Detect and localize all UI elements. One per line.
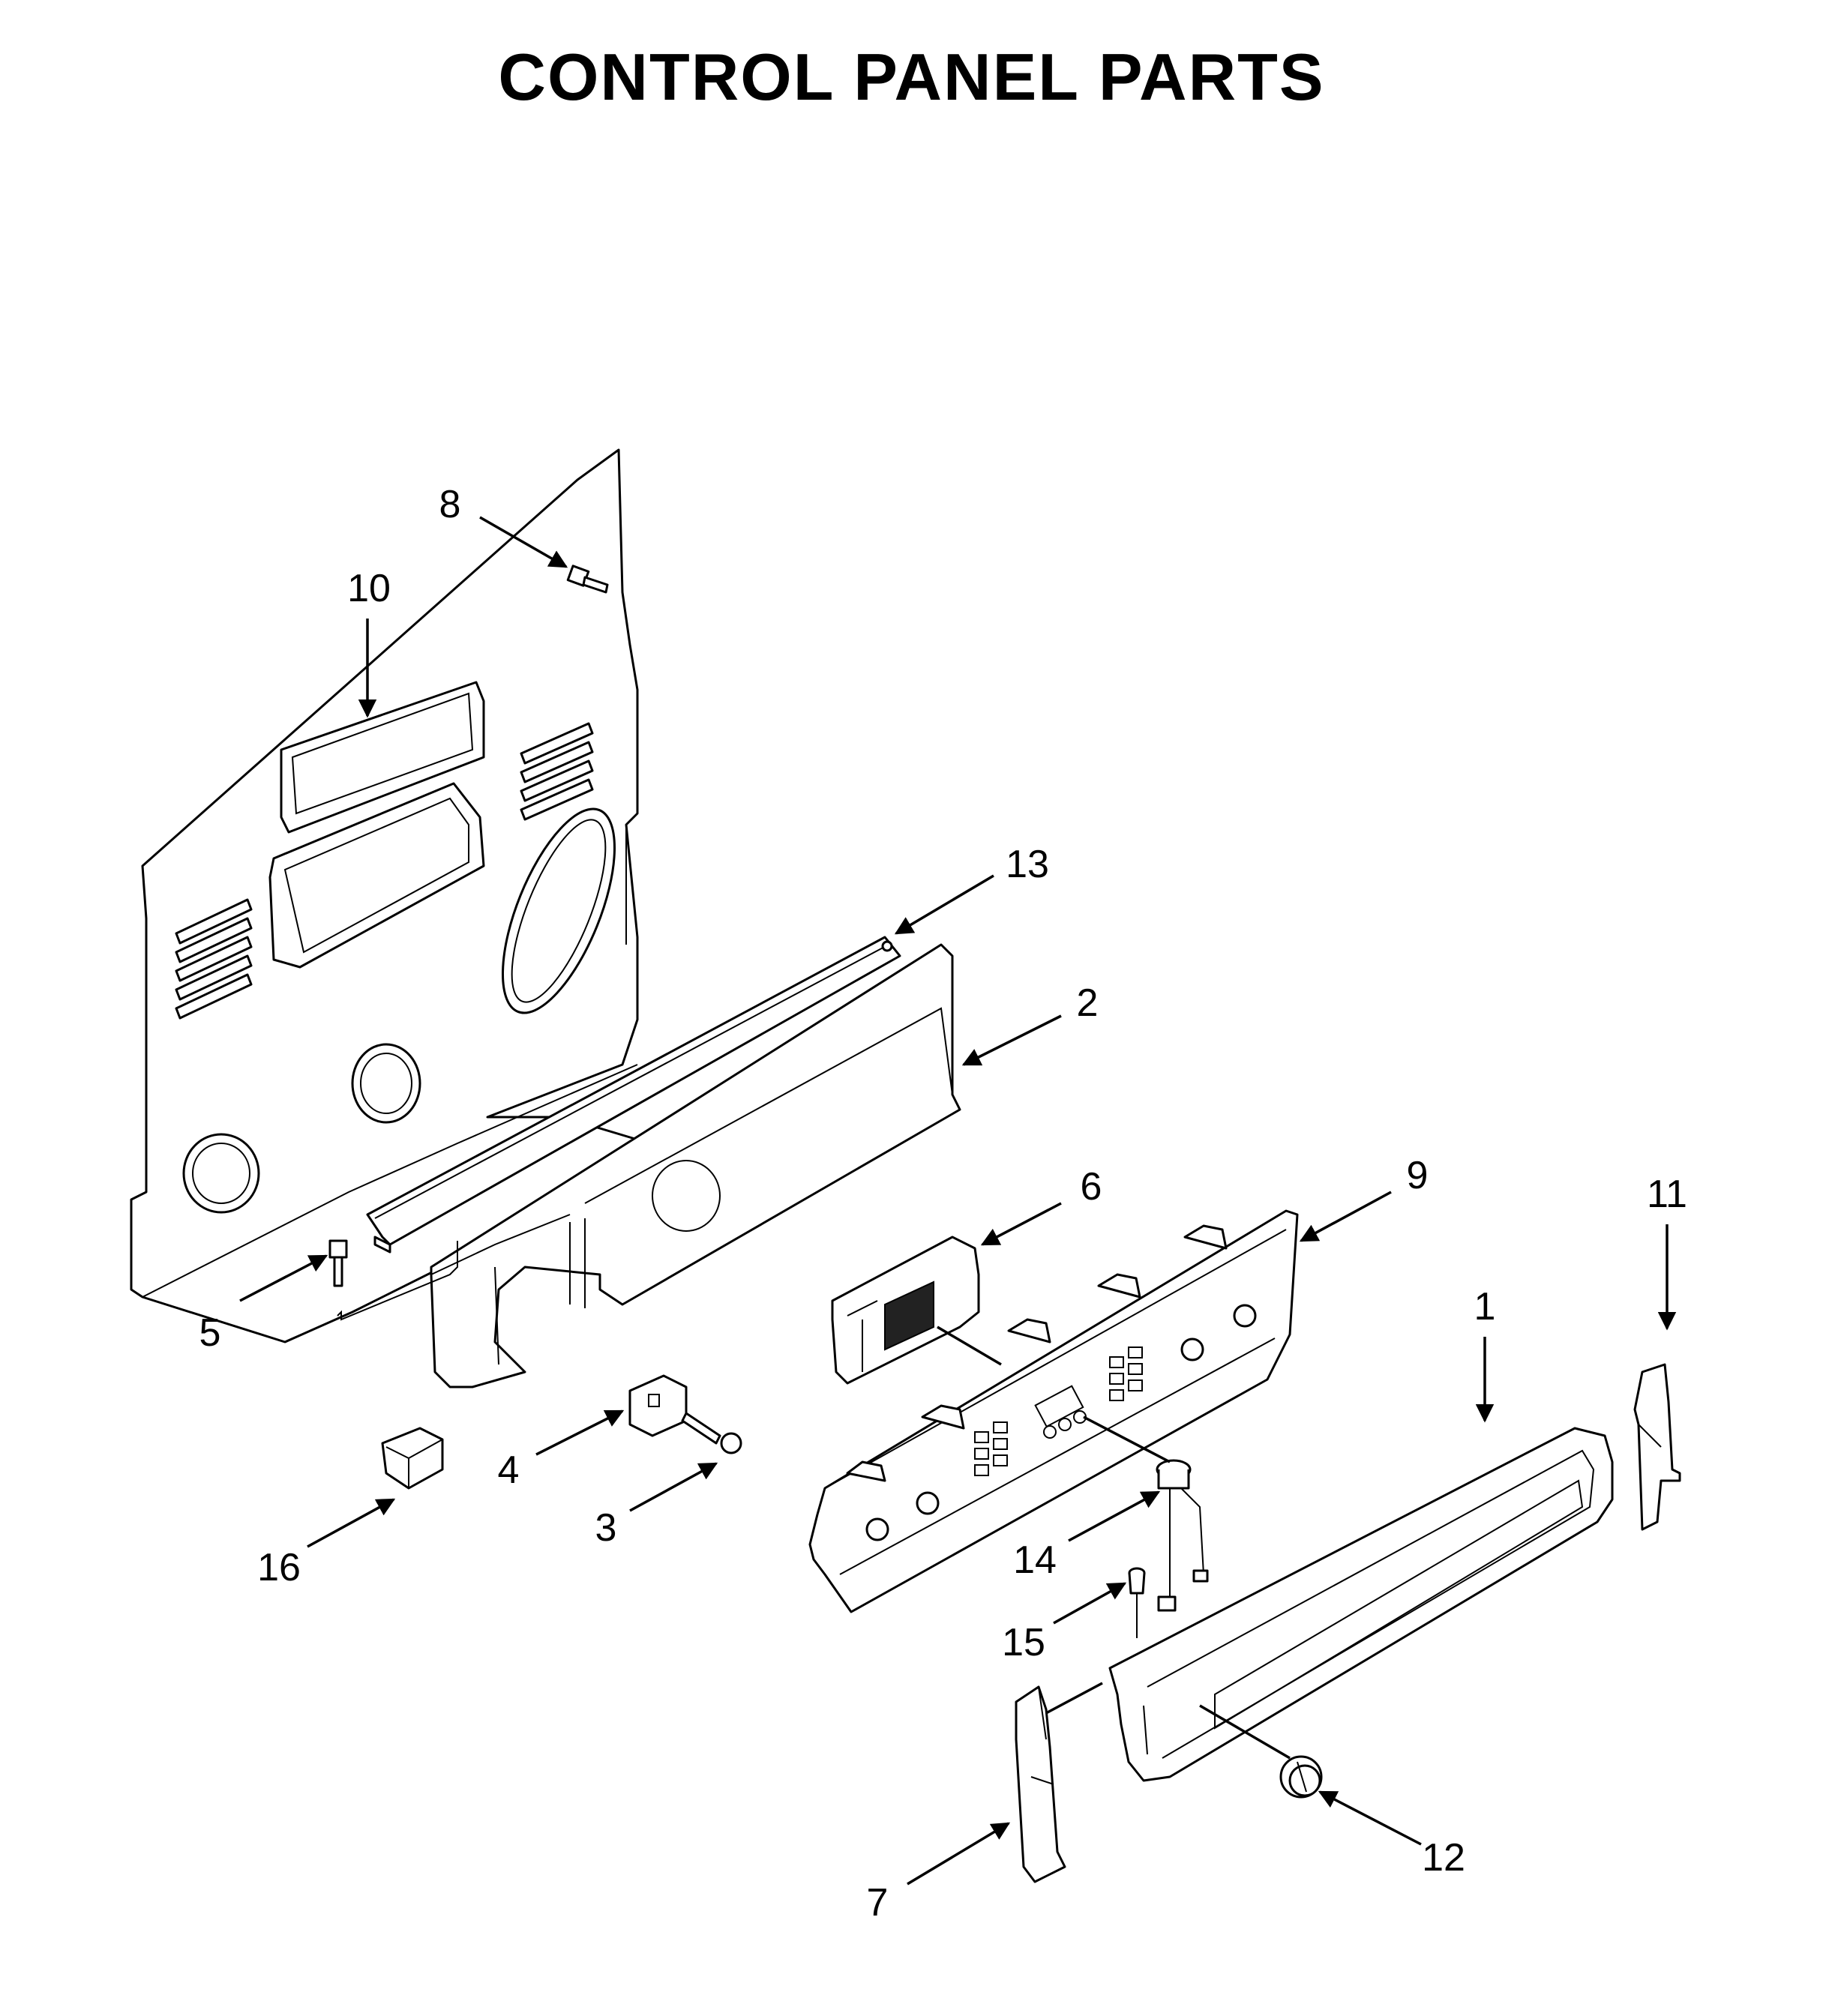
part-8-screw bbox=[566, 565, 609, 594]
callout-12: 12 bbox=[1422, 1836, 1465, 1880]
callout-labels: 8 10 13 2 6 9 11 1 5 4 3 16 14 15 7 12 bbox=[199, 483, 1687, 1925]
callout-10: 10 bbox=[347, 567, 391, 610]
keypad-left bbox=[974, 1421, 1008, 1476]
callout-16: 16 bbox=[257, 1546, 301, 1589]
part-4-switch bbox=[628, 1374, 688, 1437]
louvers-left bbox=[175, 898, 253, 1020]
callout-5: 5 bbox=[199, 1311, 221, 1355]
part-13-bracket bbox=[366, 936, 901, 1254]
part-9-console-panel bbox=[808, 1209, 1299, 1613]
part-2-channel-panel bbox=[430, 943, 961, 1388]
callout-4: 4 bbox=[498, 1448, 520, 1492]
louvers-right bbox=[520, 722, 594, 821]
callout-2: 2 bbox=[1077, 981, 1099, 1025]
part-16-relay bbox=[381, 1427, 444, 1490]
keypad-right bbox=[1109, 1346, 1143, 1401]
callout-leaders bbox=[239, 516, 1677, 1886]
callout-3: 3 bbox=[595, 1506, 617, 1550]
part-3-screw bbox=[681, 1412, 742, 1454]
bracket-wire bbox=[337, 1241, 458, 1321]
part-11-side-bracket bbox=[1633, 1363, 1681, 1531]
callout-15: 15 bbox=[1002, 1621, 1045, 1664]
part-15-indicator-light bbox=[1128, 1567, 1146, 1638]
callout-14: 14 bbox=[1013, 1538, 1057, 1582]
part-12-knob bbox=[1279, 1755, 1323, 1799]
callout-8: 8 bbox=[439, 483, 461, 526]
assembly-lines bbox=[937, 1326, 1291, 1760]
callout-13: 13 bbox=[1006, 843, 1049, 886]
part-10-rear-panel bbox=[130, 448, 654, 1344]
part-1-bezel bbox=[1108, 1427, 1614, 1782]
page-title: CONTROL PANEL PARTS bbox=[498, 40, 1325, 114]
part-6-electronic-control bbox=[831, 1236, 980, 1385]
part-14-temperature-switch bbox=[1156, 1459, 1209, 1612]
callout-6: 6 bbox=[1081, 1165, 1102, 1209]
callout-11: 11 bbox=[1647, 1173, 1687, 1216]
part-7-side-bracket bbox=[1015, 1685, 1066, 1883]
part-5-screw bbox=[328, 1239, 348, 1287]
callout-7: 7 bbox=[867, 1881, 889, 1925]
callout-1: 1 bbox=[1474, 1285, 1496, 1329]
callout-9: 9 bbox=[1407, 1154, 1429, 1197]
